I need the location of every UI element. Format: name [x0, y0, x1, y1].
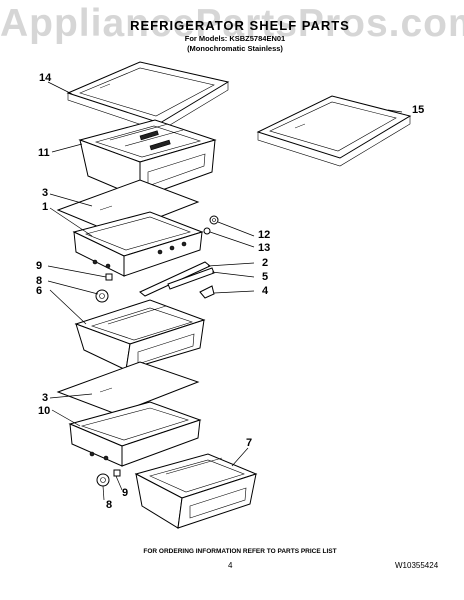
part-5-rail — [167, 267, 215, 290]
callout-4: 4 — [262, 285, 269, 297]
callout-2: 2 — [262, 257, 268, 269]
part-6-crisper-drawer — [74, 299, 206, 371]
part-4-bracket — [199, 285, 215, 299]
part-9-clip-upper — [105, 273, 113, 281]
part-7-lower-drawer — [134, 453, 258, 529]
part-8-knob-upper — [95, 289, 109, 303]
callout-8-upper: 8 — [36, 275, 42, 287]
page-title: REFRIGERATOR SHELF PARTS — [130, 18, 350, 33]
leader-lines — [47, 81, 403, 501]
ordering-info-note: FOR ORDERING INFORMATION REFER TO PARTS … — [143, 548, 337, 555]
part-12-knob — [209, 215, 219, 225]
callout-3-lower: 3 — [42, 392, 48, 404]
part-10-shelf-frame — [68, 401, 202, 467]
document-number: W10355424 — [395, 561, 439, 570]
callout-13: 13 — [258, 242, 270, 254]
callout-11: 11 — [38, 147, 50, 159]
callout-8-lower: 8 — [106, 499, 112, 511]
finish-subtitle: (Monochromatic Stainless) — [187, 44, 283, 53]
callout-10: 10 — [38, 405, 50, 417]
part-11-upper-drawer — [78, 119, 217, 199]
callout-12: 12 — [258, 229, 270, 241]
part-8-knob-lower — [96, 473, 110, 487]
part-3-lower-glass — [56, 361, 200, 415]
part-14-glass-shelf — [66, 61, 230, 132]
page-number: 4 — [228, 561, 233, 570]
part-13-knob — [203, 227, 211, 235]
callout-15: 15 — [412, 104, 424, 116]
callout-6: 6 — [36, 285, 42, 297]
callout-14: 14 — [39, 72, 52, 84]
models-line: For Models: KSBZ5784EN01 — [184, 34, 286, 43]
callout-1: 1 — [42, 201, 48, 213]
callout-7: 7 — [246, 437, 252, 449]
callout-9-lower: 9 — [122, 487, 128, 499]
part-15-glass-shelf — [256, 95, 412, 167]
part-9-clip-lower — [113, 469, 121, 477]
callout-3-upper: 3 — [42, 187, 48, 199]
callout-5: 5 — [262, 271, 268, 283]
part-1-shelf-frame — [72, 211, 204, 277]
callout-9-upper: 9 — [36, 260, 42, 272]
